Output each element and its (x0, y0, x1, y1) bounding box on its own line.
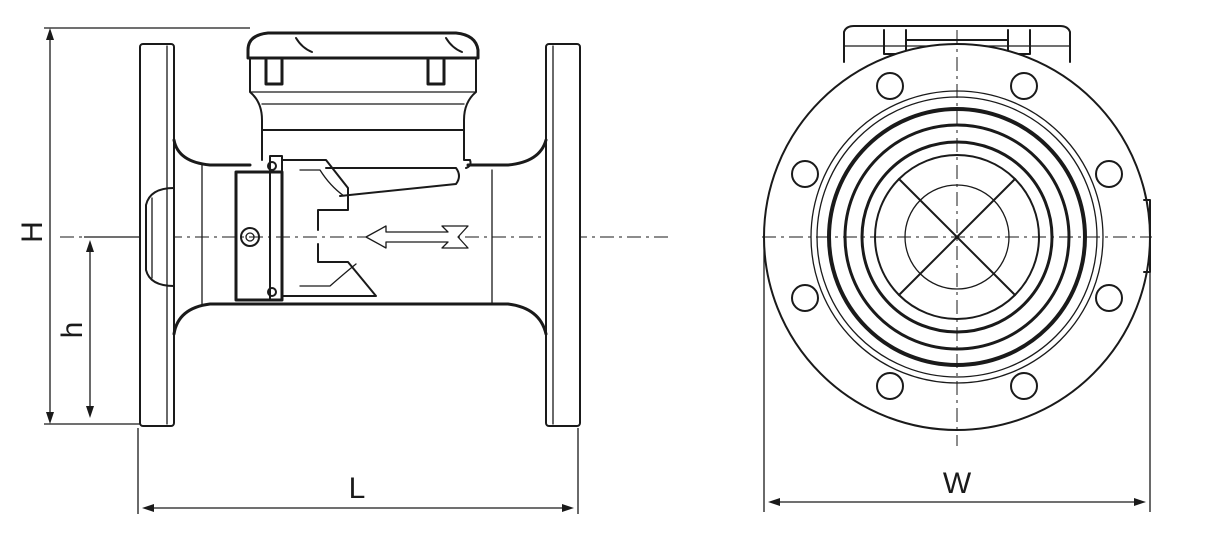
dimension-H: H (16, 27, 250, 425)
front-bolt-hole-7 (876, 372, 904, 400)
body-upper-contour (172, 138, 548, 167)
front-bolt-hole-8 (1010, 372, 1038, 400)
register-body (249, 57, 477, 131)
insert-plate (269, 155, 283, 301)
front-bolt-hole-3 (791, 160, 819, 188)
flow-direction-arrow (365, 225, 469, 249)
front-bolt-hole-5 (791, 284, 819, 312)
insert-chamber (325, 167, 460, 197)
insert-adjust-screw (240, 227, 260, 247)
front-side-lug (1143, 199, 1151, 273)
body-lower-contour (172, 302, 548, 336)
dimension-L: L (137, 428, 579, 514)
left-flange (139, 43, 175, 427)
front-bolt-hole-2 (1010, 72, 1038, 100)
dimension-h: h (56, 236, 140, 418)
insert-vane-outline (299, 169, 357, 287)
insert-screw-bottom (267, 287, 277, 297)
insert-adjust-screw-inner (245, 232, 255, 242)
right-flange (545, 43, 581, 427)
front-bolt-hole-1 (876, 72, 904, 100)
side-view: H h L (16, 27, 668, 514)
front-bolt-hole-6 (1095, 284, 1123, 312)
dimension-H-label: H (16, 221, 49, 243)
register-clip-left (264, 58, 284, 86)
register-lid (246, 31, 480, 60)
register-stem (261, 129, 472, 169)
register-clip-right (426, 58, 446, 86)
insert-vane-upper (281, 159, 349, 231)
dimension-h-label: h (56, 322, 89, 339)
dimension-W-label: W (943, 467, 972, 500)
front-bolt-hole-4 (1095, 160, 1123, 188)
register-hinge (295, 37, 463, 53)
dimension-W: W (763, 240, 1151, 512)
front-view: W (762, 25, 1152, 512)
left-flange-hub (145, 187, 175, 287)
dimension-L-label: L (349, 472, 366, 505)
insert-vane-lower (281, 243, 377, 297)
insert-screw-top (267, 161, 277, 171)
